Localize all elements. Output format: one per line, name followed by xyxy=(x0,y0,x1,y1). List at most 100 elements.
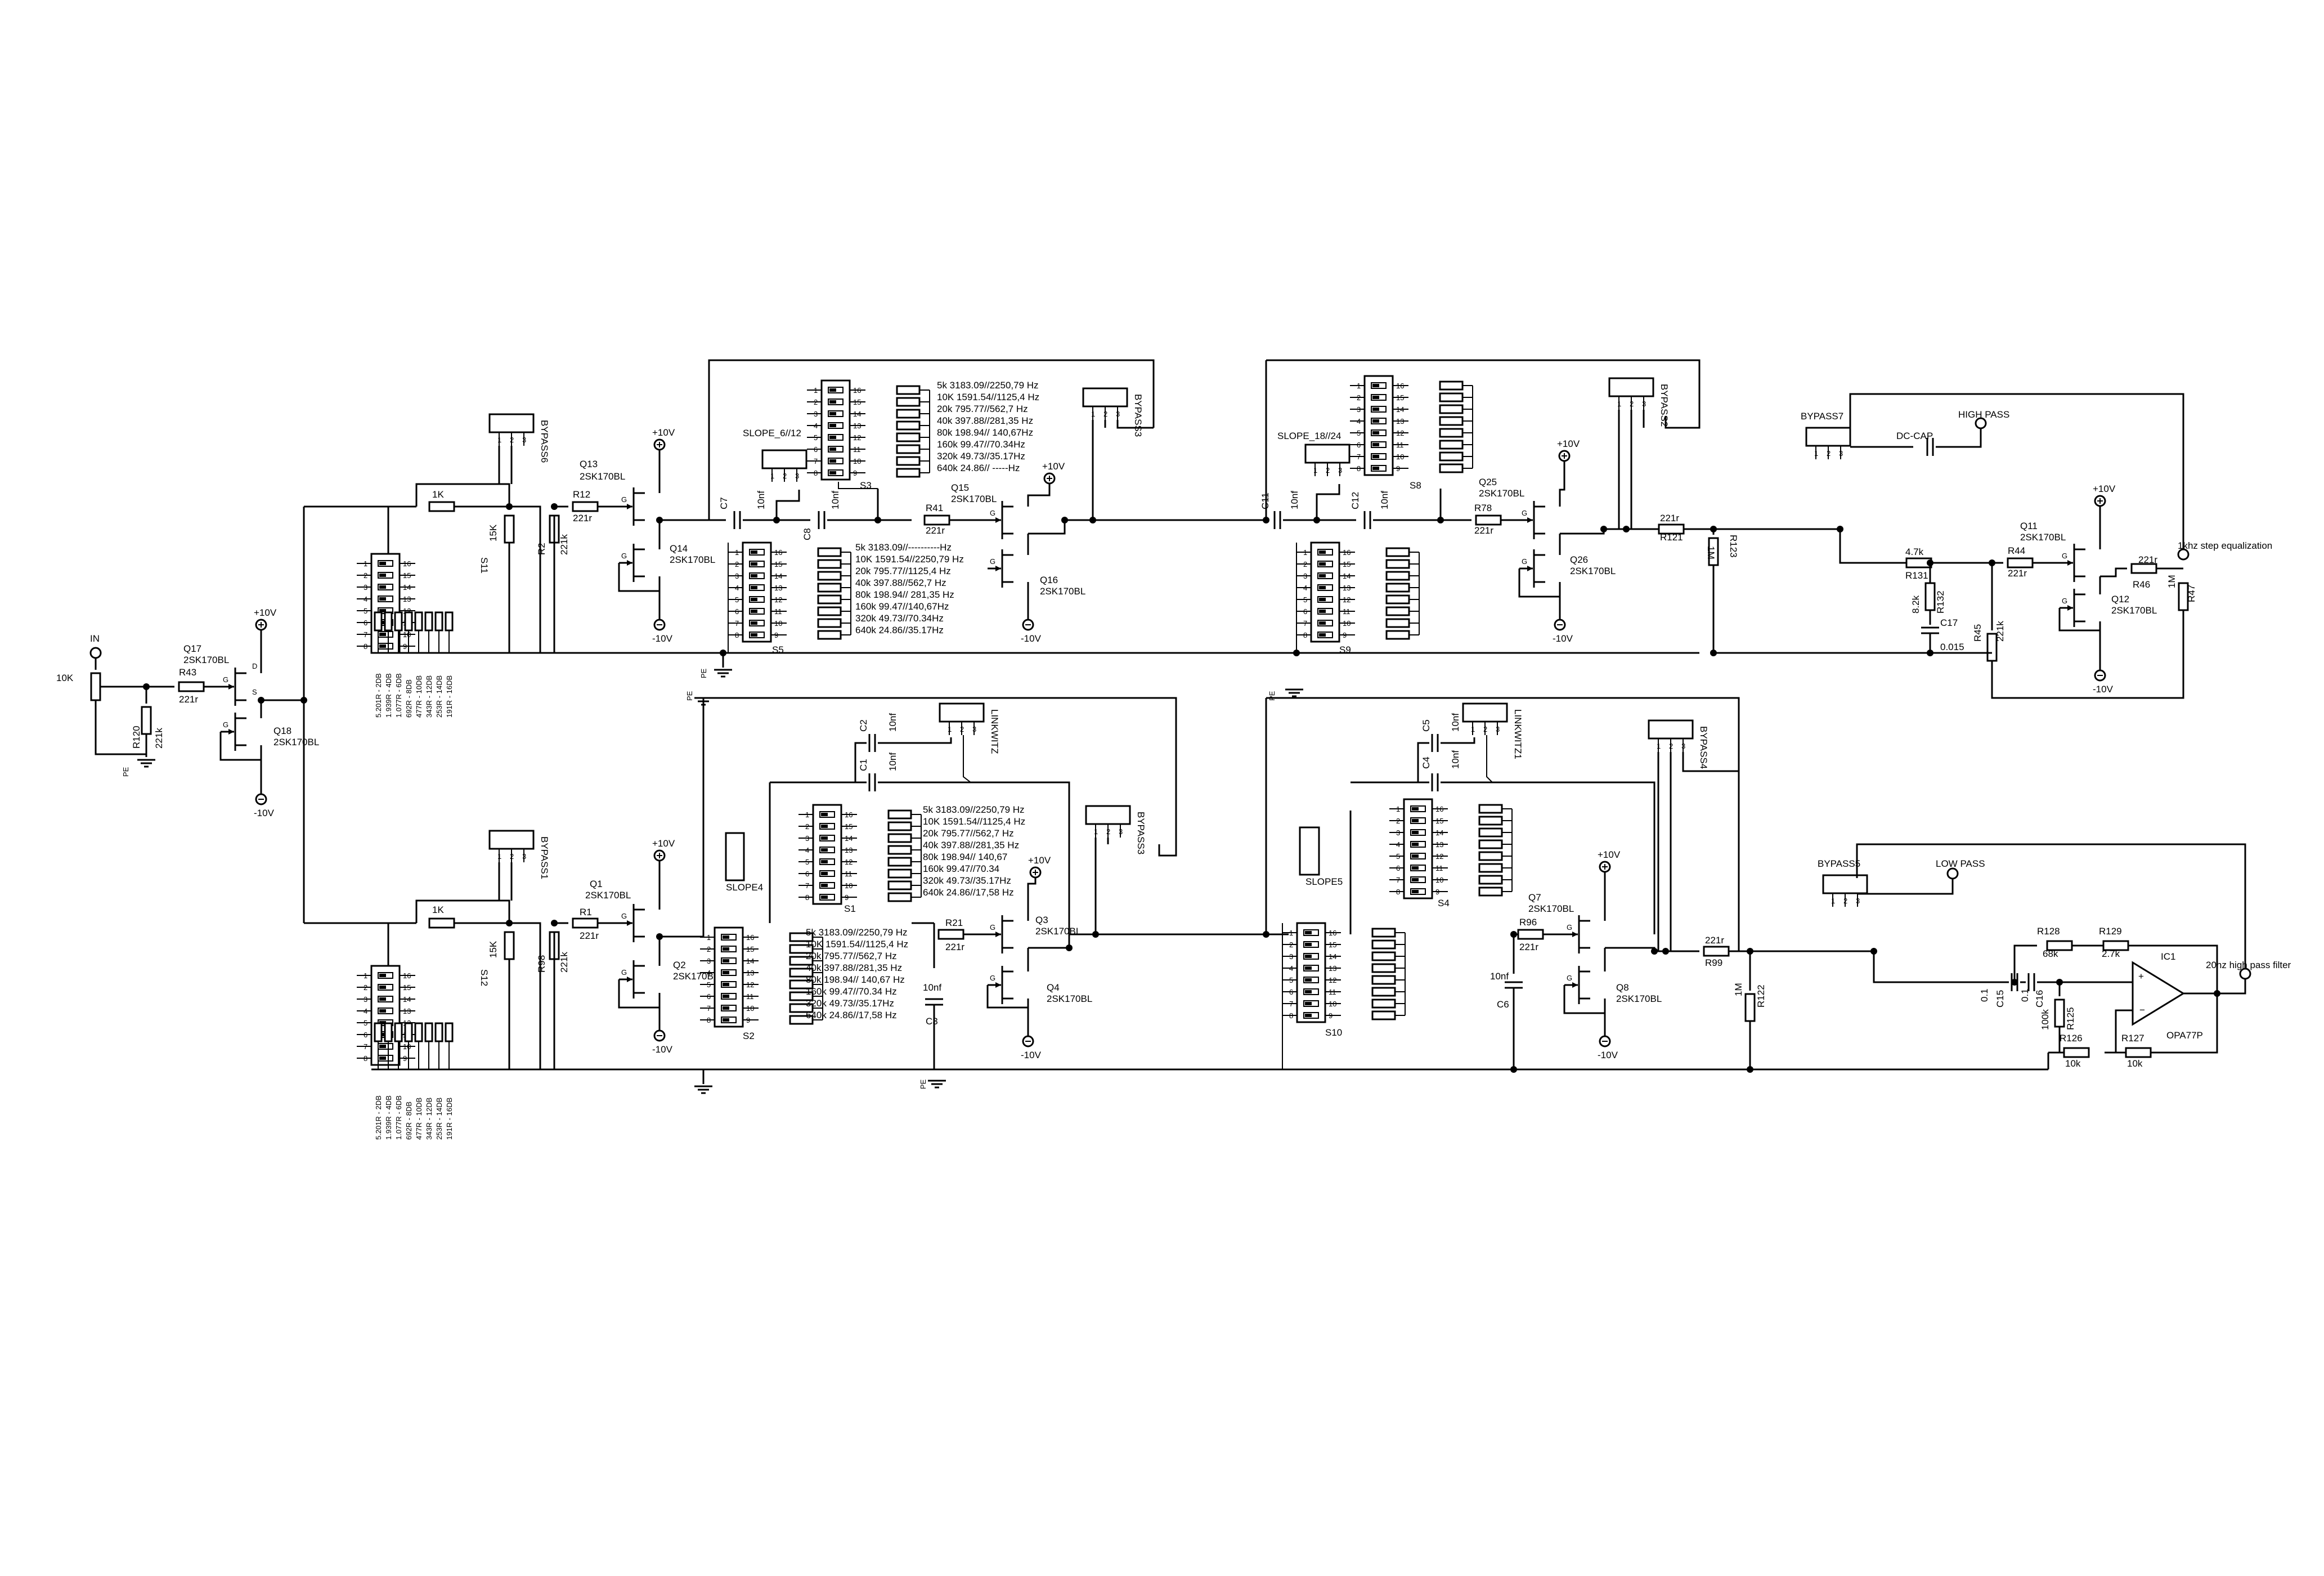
supply-terminal: +10V xyxy=(1598,849,1621,873)
resistor-r99 xyxy=(1703,946,1730,957)
frequency-entry: 5k 3183.09//2250,79 Hz xyxy=(923,804,1025,815)
frequency-entry: 160k 99.47//140,67Hz xyxy=(855,601,949,612)
attenuator-step-label: 5.201R - 2DB xyxy=(374,673,383,718)
capacitor-c2 xyxy=(868,734,876,752)
frequency-entry: 40k 397.88//281,35 Hz xyxy=(806,962,902,973)
label-r131: R131 xyxy=(1905,570,1928,581)
ground-symbol xyxy=(694,697,712,706)
label-r120v: 221k xyxy=(154,728,164,749)
label-dccap: DC-CAP xyxy=(1896,431,1933,441)
label-q13t: 2SK170BL xyxy=(580,471,625,482)
supply-terminal: +10V xyxy=(1042,461,1065,485)
frequency-entry: 320k 49.73//35.17Hz xyxy=(923,875,1011,886)
capacitor-c6 xyxy=(1505,981,1523,989)
label-p10: +10V xyxy=(1598,849,1621,860)
resistor-r43 xyxy=(178,681,205,692)
label-g: G xyxy=(990,557,995,566)
label-r78v: 221r xyxy=(1474,525,1493,536)
resistor-r21 xyxy=(937,929,964,940)
resistor-r47 xyxy=(2178,582,2189,611)
label-nf10: 10nf xyxy=(1450,713,1461,732)
capacitor-c11 xyxy=(1273,511,1281,529)
label-pe: PE xyxy=(919,1079,927,1089)
label-q4: Q4 xyxy=(1047,982,1060,993)
label-nf10: 10nf xyxy=(1289,491,1300,509)
op-amp-plus: + xyxy=(2138,971,2144,982)
attenuator-step-label: 253R - 14DB xyxy=(435,1098,443,1140)
frequency-entry: 640k 24.86//17,58 Hz xyxy=(806,1010,897,1020)
label-r21v: 221r xyxy=(945,942,964,952)
label-c11: C11 xyxy=(1260,492,1271,509)
frequency-entry: 40k 397.88//281,35 Hz xyxy=(937,415,1033,426)
jumper-header-slope4[interactable] xyxy=(725,832,745,881)
input-terminal[interactable] xyxy=(89,647,102,659)
step-eq-terminal[interactable] xyxy=(2177,548,2190,561)
frequency-entry: 80k 198.94// 140,67Hz xyxy=(937,427,1033,438)
high-pass-terminal[interactable] xyxy=(1975,417,1987,429)
ground-symbol xyxy=(1285,688,1303,697)
resistor-r122 xyxy=(1744,993,1756,1022)
jumper-header-slope5[interactable] xyxy=(1299,826,1320,876)
label-r125: R125 xyxy=(2065,1007,2076,1030)
label-c4: C4 xyxy=(1421,756,1432,769)
label-s9: S9 xyxy=(1339,644,1351,655)
label-r120: R120 xyxy=(131,726,142,749)
label-r122: R122 xyxy=(1756,984,1766,1008)
frequency-entry: 20k 795.77//562,7 Hz xyxy=(937,404,1028,414)
label-r123: R123 xyxy=(1728,535,1739,558)
supply-terminal: -10V xyxy=(1021,619,1042,644)
label-s1: S1 xyxy=(844,903,856,914)
attenuator-step-label: 1.939R - 4DB xyxy=(384,673,393,718)
label-r132: R132 xyxy=(1935,590,1946,614)
low-pass-terminal[interactable] xyxy=(1946,867,1959,880)
label-p10: +10V xyxy=(652,427,675,438)
label-g: G xyxy=(223,675,228,684)
resistor-r132 xyxy=(1924,582,1936,611)
label-q7t: 2SK170BL xyxy=(1528,903,1574,914)
label-g: G xyxy=(1567,974,1572,982)
header-label: BYPASS3 xyxy=(1136,812,1146,854)
capacitor-c16 xyxy=(2027,973,2035,991)
header-label: BYPASS6 xyxy=(539,420,550,463)
frequency-entry: 80k 198.94// 140,67 Hz xyxy=(806,974,905,985)
label-nf10: 10nf xyxy=(756,491,766,509)
label-r98v: 221k xyxy=(559,952,569,973)
label-slope5: SLOPE5 xyxy=(1305,876,1343,887)
output-terminal[interactable] xyxy=(2239,968,2251,980)
label-r96: R96 xyxy=(1519,917,1537,928)
ladder-s8 xyxy=(1439,380,1473,473)
ground-symbol xyxy=(137,759,155,768)
label-slope612: SLOPE_6//12 xyxy=(743,428,801,438)
resistor-r125 xyxy=(2054,999,2065,1028)
jfet-q17: G xyxy=(221,668,246,706)
label-q3: Q3 xyxy=(1035,915,1048,925)
frequency-entry: 40k 397.88//562,7 Hz xyxy=(855,577,946,588)
label-q26: Q26 xyxy=(1570,554,1588,565)
